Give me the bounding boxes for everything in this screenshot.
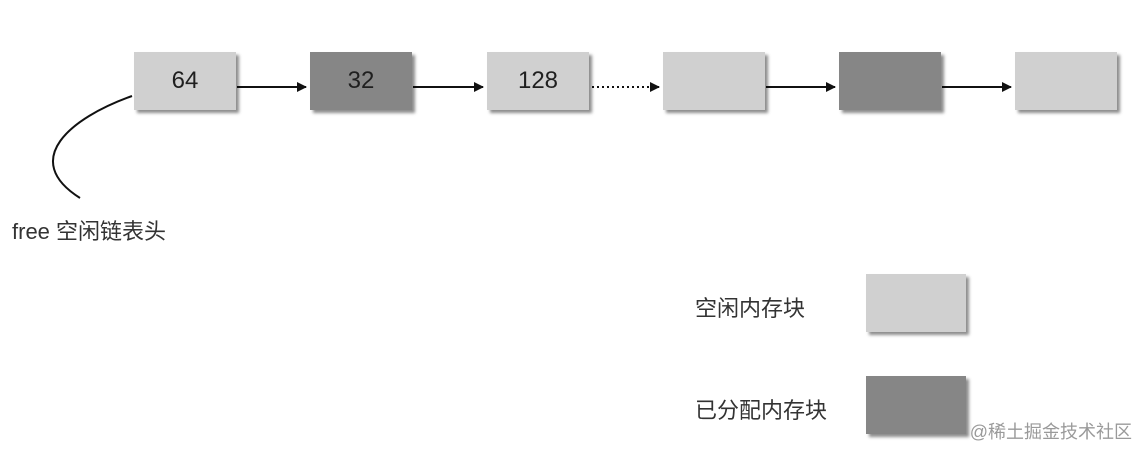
memory-block-128: 128 xyxy=(487,52,589,110)
head-pointer-curve xyxy=(52,95,133,199)
block-size-label: 32 xyxy=(347,67,375,94)
block-size-label: 128 xyxy=(517,67,559,94)
watermark: @稀土掘金技术社区 xyxy=(969,422,1132,442)
legend-used-swatch xyxy=(866,376,966,434)
free-list-head-label: free 空闲链表头 xyxy=(12,219,167,244)
memory-block-used xyxy=(839,52,941,110)
memory-block-free xyxy=(1015,52,1117,110)
legend-used-label: 已分配内存块 xyxy=(695,398,828,423)
legend-free-label: 空闲内存块 xyxy=(695,296,806,321)
memory-block-64: 64 xyxy=(134,52,236,110)
legend-free-swatch xyxy=(866,274,966,332)
block-size-label: 64 xyxy=(171,67,199,94)
memory-block-32: 32 xyxy=(310,52,412,110)
memory-block-free xyxy=(663,52,765,110)
